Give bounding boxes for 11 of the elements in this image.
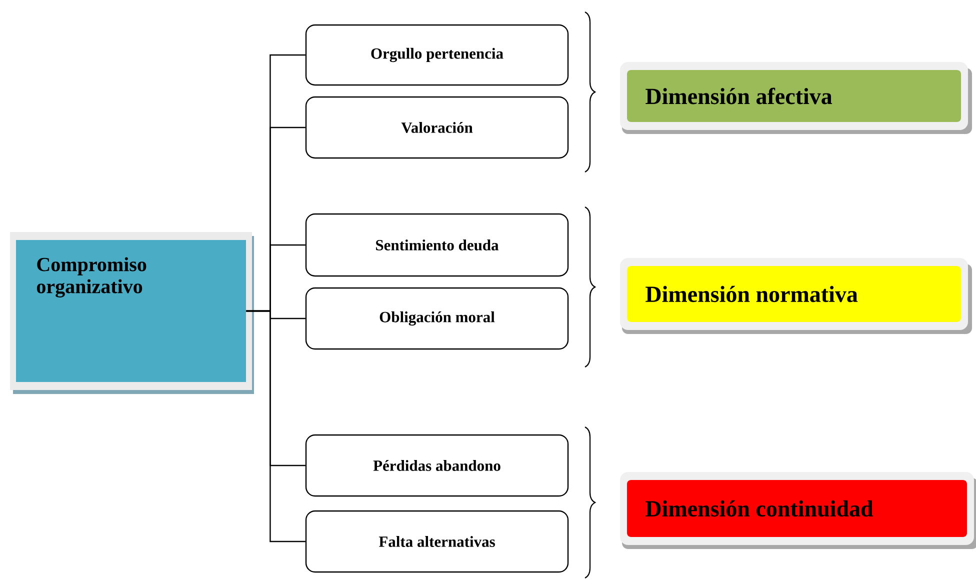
item-box: Orgullo pertenencia — [305, 24, 569, 86]
dimension-box: Dimensión normativa — [620, 258, 972, 334]
concept-box: Compromiso organizativo — [10, 232, 254, 394]
dimension-box: Dimensión continuidad — [620, 472, 976, 549]
item-box: Valoración — [305, 96, 569, 159]
item-box: Pérdidas abandono — [305, 434, 569, 497]
item-box: Obligación moral — [305, 287, 569, 350]
item-box: Sentimiento deuda — [305, 213, 569, 277]
dimension-box: Dimensión afectiva — [620, 62, 972, 134]
connector — [246, 310, 306, 542]
item-box: Falta alternativas — [305, 510, 569, 573]
